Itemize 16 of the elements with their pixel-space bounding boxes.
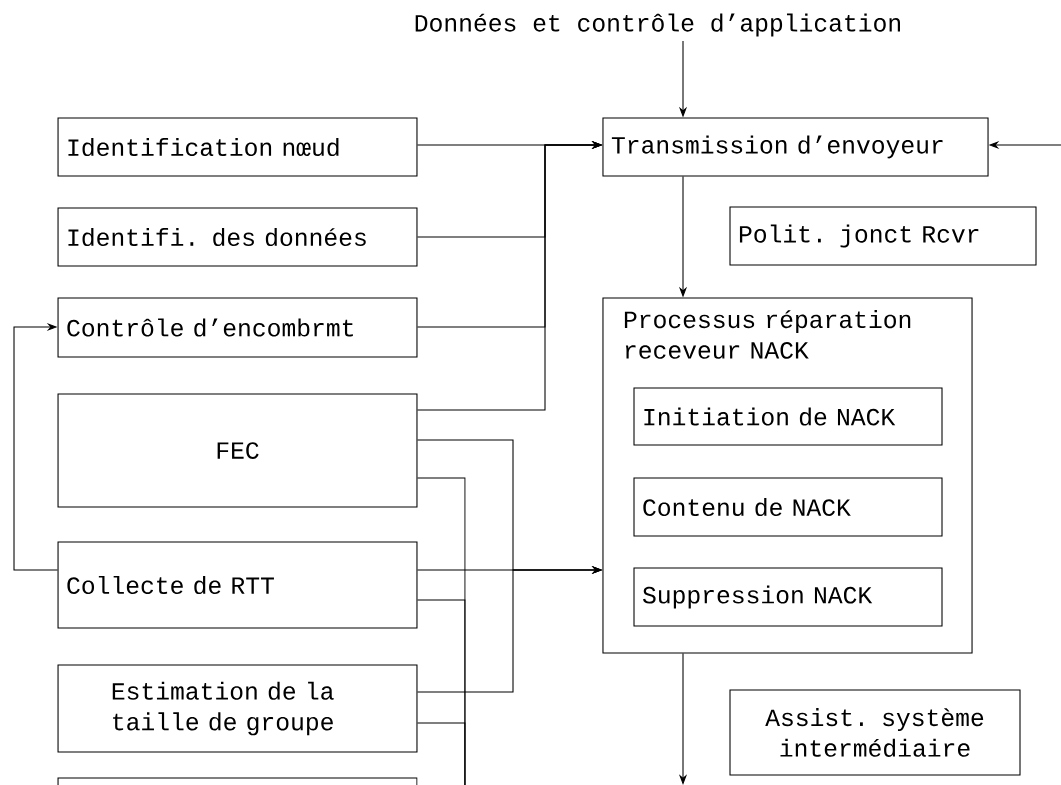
process-box: Contrôle d’encombrmt <box>57 297 418 358</box>
process-box: Identifi. des données <box>57 207 418 267</box>
process-box: Assist. système intermédiaire <box>729 689 1021 776</box>
process-box: Contenu de NACK <box>633 477 943 537</box>
process-box: Suppression NACK <box>633 567 943 627</box>
process-box: FEC <box>57 393 418 508</box>
arrow <box>13 322 59 571</box>
process-box: Identification nœud <box>57 117 418 177</box>
process-box: Transmission d’envoyeur <box>602 117 989 177</box>
process-box: Collecte de RTT <box>57 541 418 629</box>
empty-box <box>57 777 418 785</box>
process-box: Estimation de la taille de groupe <box>57 664 418 753</box>
process-box: Initiation de NACK <box>633 387 943 446</box>
process-box: Polit. jonct Rcvr <box>729 206 1037 266</box>
heading: Processus réparation receveur NACK <box>624 310 911 359</box>
input-label: Données et contrôle d’application <box>415 13 900 37</box>
